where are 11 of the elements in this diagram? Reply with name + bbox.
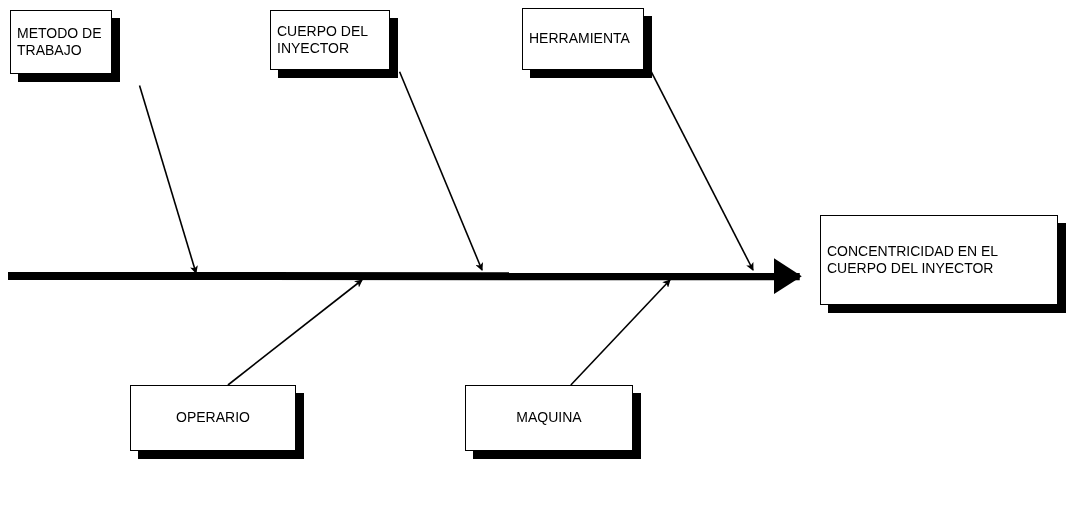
box-label: CUERPO DEL INYECTOR xyxy=(277,22,369,58)
arrow xyxy=(398,71,483,271)
arrow xyxy=(138,84,198,274)
arrow xyxy=(650,71,754,271)
arrow xyxy=(227,279,363,386)
box-label: CONCENTRICIDAD EN EL CUERPO DEL INYECTOR xyxy=(827,242,999,278)
box-label: HERRAMIENTA xyxy=(529,30,630,48)
box-label: METODO DE TRABAJO xyxy=(17,24,103,60)
box-label: OPERARIO xyxy=(176,409,250,427)
arrow xyxy=(570,279,671,386)
box-label: MAQUINA xyxy=(516,409,582,427)
